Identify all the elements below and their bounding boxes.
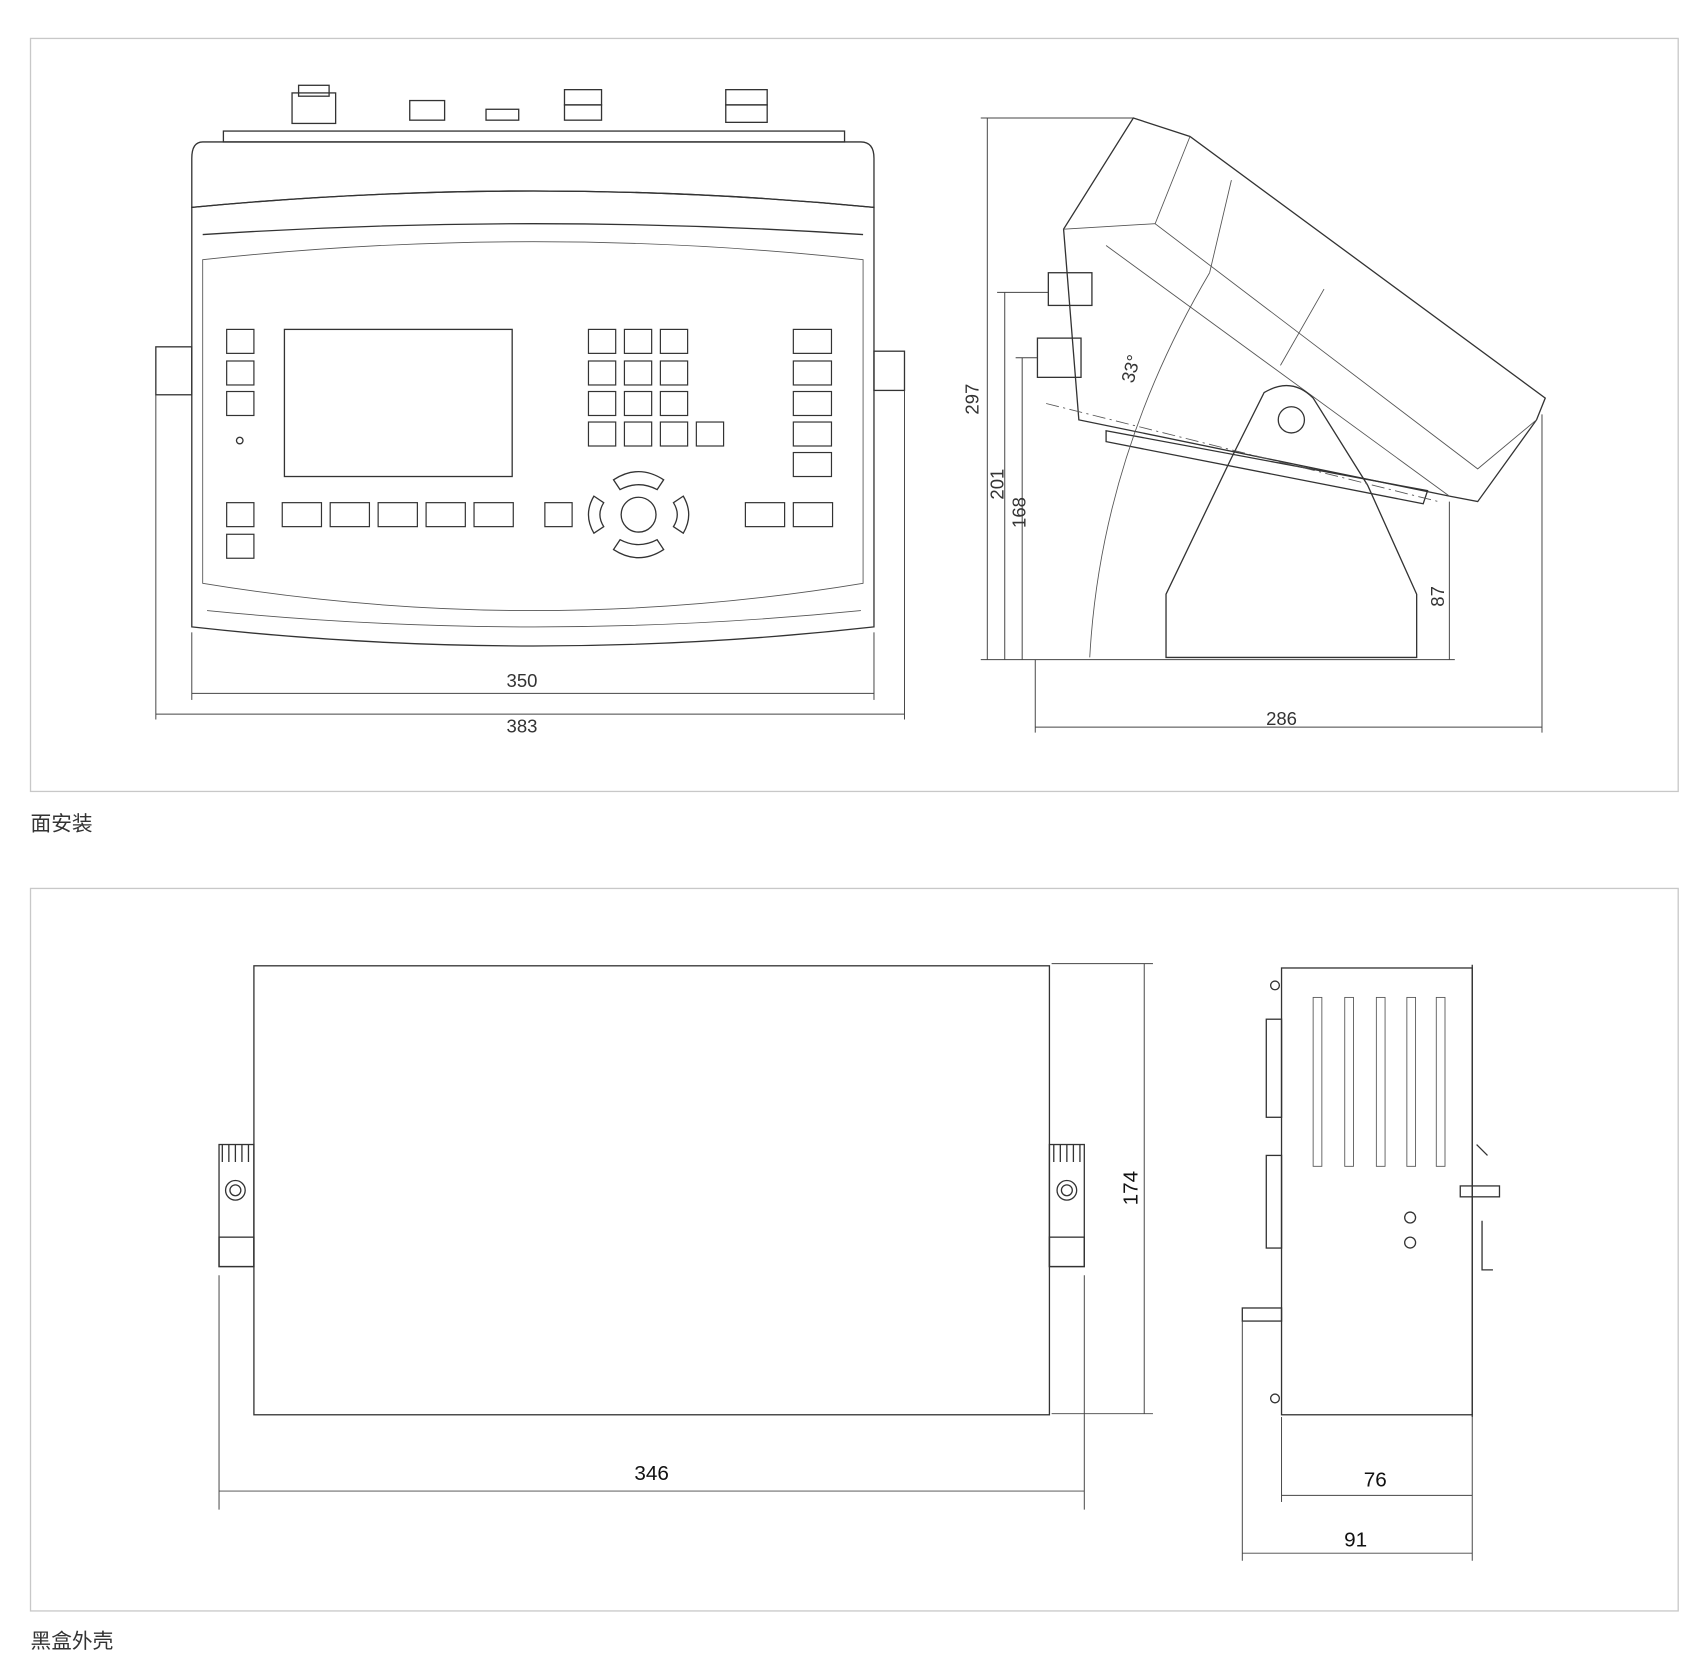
caption-black-box: 黑盒外壳 bbox=[31, 1629, 114, 1653]
dim-height-168: 168 bbox=[1008, 497, 1029, 528]
dim-height-297: 297 bbox=[962, 384, 983, 415]
panel-mount-frame bbox=[29, 37, 1679, 793]
dim-height-201: 201 bbox=[987, 469, 1008, 500]
keypad bbox=[226, 328, 834, 559]
dim-depth-76: 76 bbox=[1364, 1469, 1387, 1492]
caption-panel-mount: 面安装 bbox=[31, 812, 93, 836]
side-view-black-box: 76 91 bbox=[1241, 964, 1501, 1561]
dim-depth-286: 286 bbox=[1266, 708, 1297, 729]
dim-height-87: 87 bbox=[1427, 586, 1448, 607]
dim-depth-91: 91 bbox=[1344, 1529, 1367, 1552]
front-view-panel-mount: 350 383 bbox=[155, 84, 906, 737]
dim-angle: 33° bbox=[1117, 352, 1145, 384]
dim-width-346: 346 bbox=[634, 1462, 669, 1485]
front-view-black-box: 174 346 bbox=[218, 963, 1153, 1510]
dim-width-inner: 350 bbox=[507, 670, 538, 691]
dim-height-174: 174 bbox=[1120, 1171, 1143, 1206]
black-box-frame bbox=[29, 887, 1679, 1612]
side-view-panel-mount: 33° 297 201 168 87 286 bbox=[962, 117, 1547, 733]
dim-width-outer: 383 bbox=[507, 716, 538, 737]
